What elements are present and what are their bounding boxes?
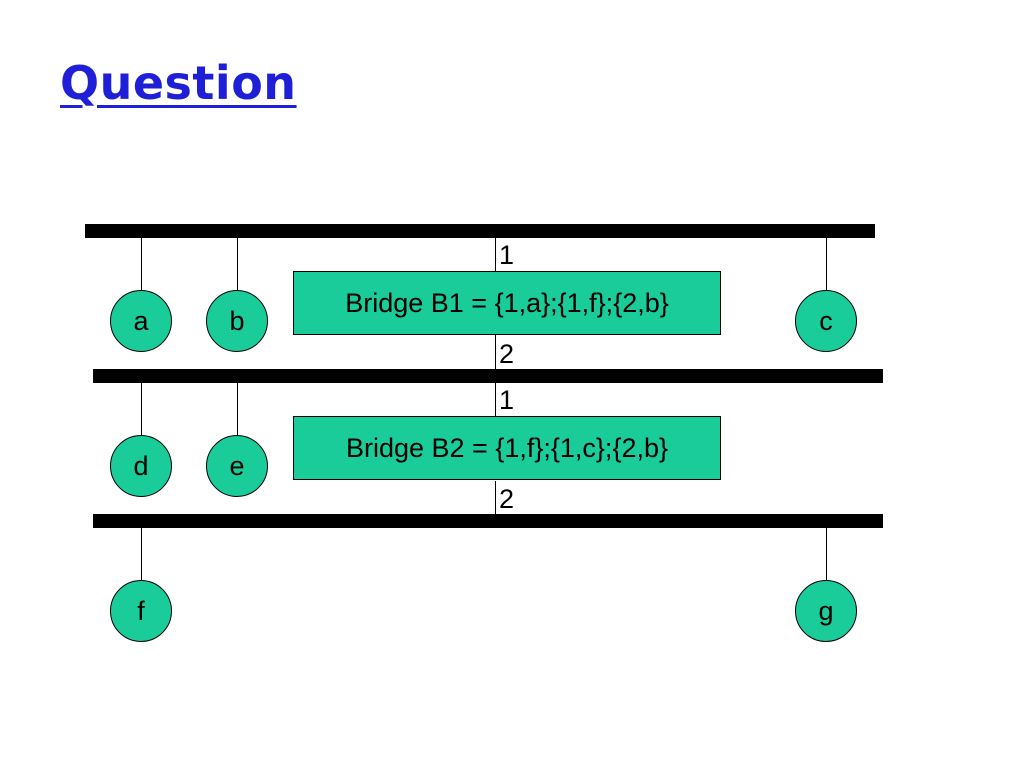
host-b-link bbox=[237, 238, 238, 290]
bridge-b2-port-2-label: 2 bbox=[499, 484, 515, 514]
host-a-link bbox=[141, 238, 142, 290]
host-e: e bbox=[206, 435, 268, 497]
host-d: d bbox=[110, 435, 172, 497]
host-g-link bbox=[826, 528, 827, 580]
bridge-b2: Bridge B2 = {1,f};{1,c};{2,b} bbox=[293, 416, 721, 480]
bridge-b2-port2-link bbox=[495, 481, 496, 514]
bottom-lan-bus bbox=[93, 514, 883, 528]
bridge-b1-port2-link bbox=[495, 335, 496, 369]
host-d-link bbox=[141, 383, 142, 435]
host-g: g bbox=[795, 580, 857, 642]
middle-lan-bus bbox=[93, 369, 883, 383]
host-a: a bbox=[110, 290, 172, 352]
bridge-b2-port-1-label: 1 bbox=[499, 385, 515, 415]
slide-title: Question bbox=[60, 56, 297, 110]
host-e-link bbox=[237, 383, 238, 435]
host-f: f bbox=[110, 580, 172, 642]
host-c: c bbox=[795, 290, 857, 352]
bridge-b1-port1-link bbox=[495, 238, 496, 272]
top-lan-bus bbox=[85, 224, 875, 238]
host-b: b bbox=[206, 290, 268, 352]
host-c-link bbox=[826, 238, 827, 290]
bridge-b2-port1-link bbox=[495, 383, 496, 416]
host-f-link bbox=[141, 528, 142, 580]
bridge-b1-port-2-label: 2 bbox=[499, 339, 515, 369]
bridge-b1-port-1-label: 1 bbox=[499, 240, 515, 270]
bridge-b1: Bridge B1 = {1,a};{1,f};{2,b} bbox=[293, 271, 721, 335]
